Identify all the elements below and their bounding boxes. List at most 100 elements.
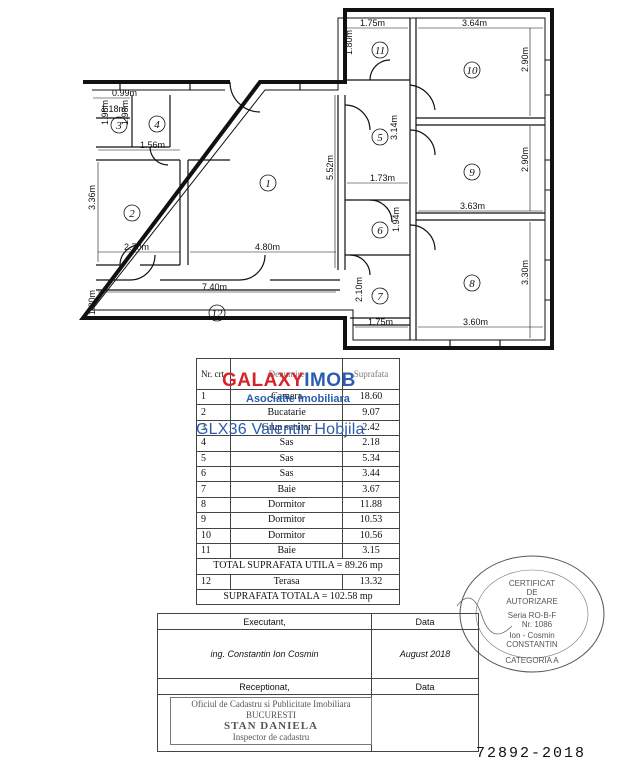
dimension-label: 3.30m (520, 260, 530, 285)
cell-nr: 12 (195, 573, 232, 591)
signature-table: Executant, Data ing. Constantin Ion Cosm… (157, 613, 479, 752)
logo-part-blue: IMOB (304, 370, 356, 391)
cert-line7: CONSTANTIN (506, 640, 558, 649)
cell-area: 10.53 (342, 512, 400, 529)
cell-area: 10.56 (342, 527, 400, 544)
cell-name: Sas (230, 465, 343, 483)
cell-name: Baie (230, 542, 343, 560)
table-header: Nr. crt. Denumire Suprafata (195, 358, 400, 390)
cell-name: Terasa (230, 573, 343, 591)
total-row: SUPRAFATA TOTALA = 102.58 mp (196, 589, 400, 606)
room-number: 4 (154, 119, 160, 131)
document-number: 72892-2018 (476, 745, 587, 762)
room-number: 6 (377, 225, 383, 237)
cell-area: 3.67 (342, 481, 400, 498)
dimension-label: 1.75m (368, 317, 393, 327)
cell-nr: 8 (195, 496, 232, 514)
dimension-label: 1.98m (100, 100, 110, 125)
room-number: 12 (212, 308, 224, 320)
cell-nr: 7 (195, 481, 232, 498)
cell-name: Baie (230, 481, 343, 498)
room-circle (463, 61, 481, 79)
dimension-label: 1.73m (370, 173, 395, 183)
signature-scribble (456, 597, 513, 635)
cell-area: 11.88 (342, 496, 400, 514)
cert-line5: Nr. 1086 (522, 620, 553, 629)
room-circle (463, 274, 481, 292)
receiving-stamp: Oficiul de Cadastru si Publicitate Imobi… (170, 697, 372, 745)
cell-nr: 11 (195, 542, 232, 560)
cell-nr: 6 (195, 465, 232, 483)
room-circle (371, 41, 389, 59)
header-area: Suprafata (342, 358, 400, 390)
certification-stamp: CERTIFICAT DE AUTORIZARE Seria RO-B-F Nr… (456, 555, 605, 673)
room-number: 8 (469, 278, 475, 290)
dimension-label: 1.80m (344, 30, 354, 55)
cell-area: 13.32 (342, 573, 400, 591)
executant-name: ing. Constantin Ion Cosmin (157, 629, 372, 679)
rec-line2: BUCURESTI (245, 710, 296, 720)
room-circle (259, 174, 277, 192)
cell-nr: 9 (195, 512, 232, 529)
dimension-label: 3.60m (463, 317, 488, 327)
cert-line2: DE (526, 588, 537, 597)
room-number: 3 (115, 120, 122, 132)
cert-line3: AUTORIZARE (506, 597, 557, 606)
data-label: Data (371, 613, 479, 630)
room-circle (371, 128, 389, 146)
room-number: 9 (469, 167, 475, 179)
cell-area: 3.15 (342, 542, 400, 560)
cell-nr: 1 (195, 388, 232, 406)
room-circle (371, 221, 389, 239)
room-circle (123, 204, 141, 222)
room-number: 1 (265, 178, 271, 190)
dimension-label: 0.99m (112, 88, 137, 98)
dimension-label: 3.63m (460, 201, 485, 211)
executant-date: August 2018 (371, 629, 479, 679)
cell-name: Grup sanitar (230, 419, 343, 437)
cell-name: Dormitor (230, 512, 343, 529)
cert-line1: CERTIFICAT (509, 579, 555, 588)
dimension-label: 1.18m (101, 104, 126, 114)
cell-area: 18.60 (342, 388, 400, 406)
dimension-label: 2.10m (354, 277, 364, 302)
room-number: 10 (467, 65, 479, 77)
cert-line8: CATEGORIA A (505, 656, 559, 665)
total-utila: TOTAL SUPRAFATA UTILA = 89.26 mp (196, 558, 400, 575)
receptionat-date-body (371, 694, 479, 752)
room-number: 11 (375, 45, 385, 57)
cell-name: Sas (230, 435, 343, 452)
dimension-label: 5.52m (325, 155, 335, 180)
cell-name: Bucatarie (230, 404, 343, 421)
cell-nr: 4 (195, 435, 232, 452)
dimension-label: 4.80m (255, 242, 280, 252)
dimension-label: 1.56m (140, 140, 165, 150)
dimension-label: 2.70m (124, 242, 149, 252)
total-utila-row: TOTAL SUPRAFATA UTILA = 89.26 mp (196, 558, 400, 575)
rec-line1: Oficiul de Cadastru si Publicitate Imobi… (191, 699, 351, 709)
cell-nr: 2 (195, 404, 232, 421)
rec-line3: STAN DANIELA (223, 720, 318, 732)
dimension-label: 1.75m (360, 18, 385, 28)
room-circle (208, 304, 226, 322)
dimension-label: 2.90m (520, 47, 530, 72)
cell-nr: 10 (195, 527, 232, 544)
dimension-label: 2.90m (520, 147, 530, 172)
logo-part-red: GALAXY (222, 370, 305, 391)
executant-label: Executant, (157, 613, 372, 630)
cell-name: Dormitor (230, 527, 343, 544)
total-suprafata: SUPRAFATA TOTALA = 102.58 mp (196, 589, 400, 606)
room-circle (110, 116, 128, 134)
cell-nr: 5 (195, 450, 232, 467)
